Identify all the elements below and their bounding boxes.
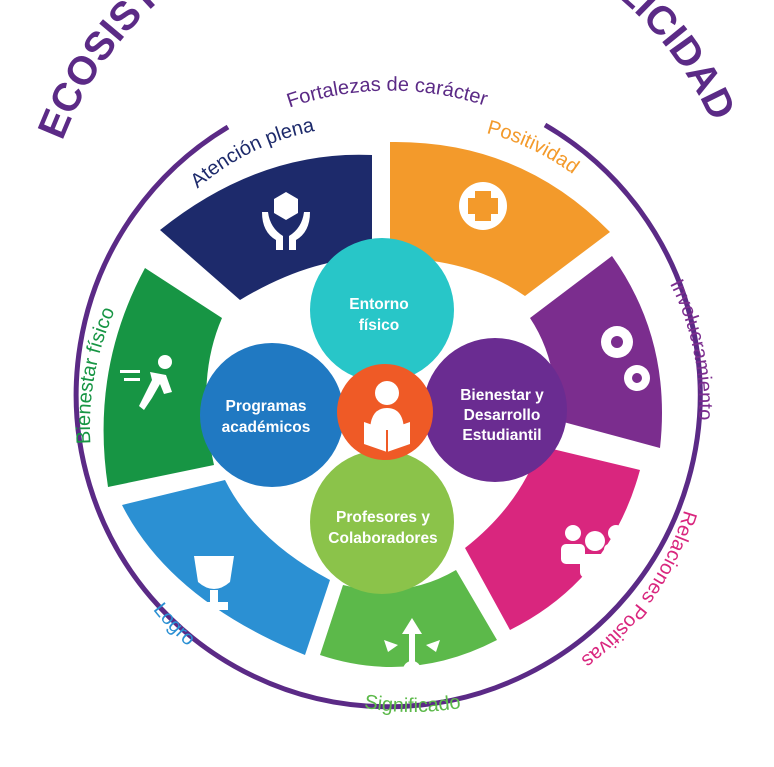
gears-icon [601,326,650,391]
programas-line2: académicos [222,419,311,436]
fortalezas-label: Fortalezas de carácter [284,74,490,113]
bienestar-desarrollo-line2: Desarrollo [464,407,541,424]
programas-line1: Programas [226,398,307,415]
profesores-line2: Colaboradores [328,530,437,547]
people-group-icon [561,525,628,578]
segment-significado [320,570,497,667]
segment-significado-label: Significado [363,691,462,717]
student-reading-icon [364,381,410,452]
petal-entorno [310,238,454,382]
title-text: ECOSISTEMA DE BIENESTAR Y FELICIDAD [30,0,744,145]
petal-bienestar-desarrollo [423,338,567,482]
petal-programas [200,343,344,487]
segment-involucramiento-label: Involucramiento [665,276,716,421]
bienestar-desarrollo-line1: Bienestar y [460,387,544,404]
segment-relaciones [465,446,640,630]
profesores-line1: Profesores y [336,509,430,526]
trophy-icon [194,556,234,610]
runner-icon [120,355,172,410]
entorno-line1: Entorno [349,296,408,313]
bienestar-desarrollo-line3: Estudiantil [462,427,541,444]
hands-cube-icon [262,192,310,250]
petal-profesores [310,450,454,594]
entorno-line2: físico [359,317,399,334]
arrows-up-icon [384,618,440,679]
ring-arc [73,122,703,710]
outer-ring [73,122,703,710]
plus-circle-icon [459,182,507,230]
